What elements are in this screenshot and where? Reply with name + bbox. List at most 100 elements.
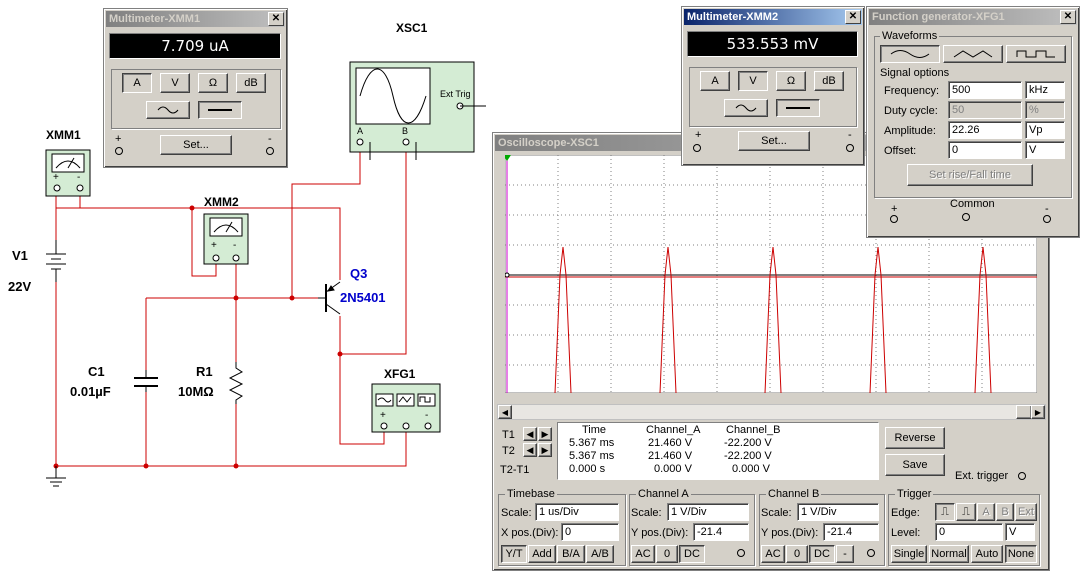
scope-scrollbar[interactable]: ◀ ▶ bbox=[497, 404, 1046, 420]
offset-field[interactable]: 0 bbox=[948, 141, 1022, 159]
xmm1-instrument[interactable] bbox=[45, 149, 91, 197]
channel-a-ac-button[interactable]: AC bbox=[631, 545, 655, 563]
dc-button[interactable] bbox=[776, 99, 820, 117]
minus-terminal[interactable] bbox=[846, 144, 854, 152]
set-button[interactable]: Set... bbox=[738, 131, 810, 151]
duty-cycle-field[interactable]: 50 bbox=[948, 101, 1022, 119]
volts-button[interactable]: V bbox=[738, 71, 768, 91]
frequency-unit[interactable]: kHz bbox=[1025, 81, 1065, 99]
edge-rising-button[interactable]: ⎍ bbox=[935, 503, 955, 521]
t1-right-button[interactable]: ▶ bbox=[538, 427, 552, 441]
trigger-none-button[interactable]: None bbox=[1005, 545, 1037, 563]
minus-terminal-label: - bbox=[848, 129, 852, 141]
t2-left-button[interactable]: ◀ bbox=[523, 443, 537, 457]
channel-b-dc-button[interactable]: DC bbox=[809, 545, 835, 563]
mode-add-button[interactable]: Add bbox=[528, 545, 556, 563]
db-button[interactable]: dB bbox=[814, 71, 844, 91]
triangle-wave-button[interactable] bbox=[943, 45, 1003, 63]
ground-symbol[interactable] bbox=[46, 466, 66, 487]
xsc1-instrument[interactable] bbox=[349, 61, 486, 160]
edge-falling-button[interactable]: ⎍ bbox=[956, 503, 976, 521]
save-button[interactable]: Save bbox=[885, 454, 945, 476]
trigger-source-a-button[interactable]: A bbox=[977, 503, 995, 521]
minus-terminal[interactable] bbox=[1043, 215, 1051, 223]
channel-a-ypos-field[interactable]: -21.4 bbox=[693, 523, 749, 541]
xmm2-instrument[interactable] bbox=[203, 213, 249, 265]
reverse-button[interactable]: Reverse bbox=[885, 427, 945, 449]
mode-ba-button[interactable]: B/A bbox=[557, 545, 585, 563]
timebase-scale-field[interactable]: 1 us/Div bbox=[535, 503, 619, 521]
channel-a-ypos-label: Y pos.(Div): bbox=[631, 527, 689, 539]
set-button[interactable]: Set... bbox=[160, 135, 232, 155]
plus-terminal[interactable] bbox=[115, 147, 123, 155]
channel-a-dc-button[interactable]: DC bbox=[679, 545, 705, 563]
xfg1-instrument[interactable] bbox=[371, 383, 441, 433]
ac-button[interactable] bbox=[724, 99, 768, 117]
plus-terminal[interactable] bbox=[693, 144, 701, 152]
set-rise-fall-time-button[interactable]: Set rise/Fall time bbox=[907, 164, 1033, 186]
volts-button[interactable]: V bbox=[160, 73, 190, 93]
battery-v1-symbol[interactable] bbox=[46, 240, 66, 282]
close-button[interactable]: ✕ bbox=[268, 12, 284, 26]
window-title: Multimeter-XMM2 bbox=[687, 11, 779, 23]
function-generator-titlebar[interactable]: Function generator-XFG1 bbox=[869, 9, 1077, 25]
resistor-r1-symbol[interactable] bbox=[228, 362, 244, 404]
q3-model-label: 2N5401 bbox=[340, 290, 386, 305]
trigger-source-ext-button[interactable]: Ext bbox=[1015, 503, 1037, 521]
close-button[interactable]: ✕ bbox=[845, 10, 861, 24]
frequency-field[interactable]: 500 bbox=[948, 81, 1022, 99]
trigger-level-field[interactable]: 0 bbox=[935, 523, 1003, 541]
mode-yt-button[interactable]: Y/T bbox=[501, 545, 527, 563]
cursor-t1-handle-icon[interactable] bbox=[505, 155, 511, 161]
channel-b-ac-button[interactable]: AC bbox=[761, 545, 785, 563]
plus-terminal[interactable] bbox=[890, 215, 898, 223]
channel-b-zero-button[interactable]: 0 bbox=[786, 545, 808, 563]
t1-left-button[interactable]: ◀ bbox=[523, 427, 537, 441]
trigger-normal-button[interactable]: Normal bbox=[929, 545, 969, 563]
amps-button[interactable]: A bbox=[122, 73, 152, 93]
scroll-thumb[interactable] bbox=[1016, 405, 1032, 419]
offset-unit[interactable]: V bbox=[1025, 141, 1065, 159]
t2-right-button[interactable]: ▶ bbox=[538, 443, 552, 457]
scroll-left-button[interactable]: ◀ bbox=[498, 405, 512, 419]
channel-b-ypos-field[interactable]: -21.4 bbox=[823, 523, 879, 541]
db-button[interactable]: dB bbox=[236, 73, 266, 93]
function-generator-xfg1-window[interactable]: Function generator-XFG1 ✕ Waveforms Sign… bbox=[866, 6, 1080, 238]
ac-button[interactable] bbox=[146, 101, 190, 119]
trigger-level-unit[interactable]: V bbox=[1005, 523, 1035, 541]
square-wave-button[interactable] bbox=[1006, 45, 1066, 63]
channel-a-zero-button[interactable]: 0 bbox=[656, 545, 678, 563]
timebase-xpos-field[interactable]: 0 bbox=[561, 523, 619, 541]
amplitude-unit[interactable]: Vp bbox=[1025, 121, 1065, 139]
common-terminal[interactable] bbox=[962, 213, 970, 221]
close-button[interactable]: ✕ bbox=[1060, 10, 1076, 24]
multimeter-xmm1-titlebar[interactable]: Multimeter-XMM1 bbox=[106, 11, 285, 27]
dc-button[interactable] bbox=[198, 101, 242, 119]
channel-a-scale-field[interactable]: 1 V/Div bbox=[667, 503, 749, 521]
trigger-single-button[interactable]: Single bbox=[891, 545, 927, 563]
trigger-title: Trigger bbox=[895, 488, 934, 500]
capacitor-c1-symbol[interactable] bbox=[134, 370, 158, 392]
ohms-button[interactable]: Ω bbox=[198, 73, 228, 93]
transistor-q3-symbol[interactable] bbox=[318, 281, 341, 315]
multimeter-xmm1-window[interactable]: Multimeter-XMM1 ✕ 7.709 uA A V Ω dB Set.… bbox=[103, 8, 288, 168]
trigger-source-b-button[interactable]: B bbox=[996, 503, 1014, 521]
multimeter-xmm2-window[interactable]: Multimeter-XMM2 ✕ 533.553 mV A V Ω dB Se… bbox=[681, 6, 865, 166]
channel-a-terminal[interactable] bbox=[737, 549, 745, 557]
ext-trigger-terminal[interactable] bbox=[1018, 472, 1026, 480]
amplitude-field[interactable]: 22.26 bbox=[948, 121, 1022, 139]
channel-b-scale-field[interactable]: 1 V/Div bbox=[797, 503, 879, 521]
channel-b-minus-button[interactable]: - bbox=[836, 545, 854, 563]
minus-terminal[interactable] bbox=[266, 147, 274, 155]
amplitude-label: Amplitude: bbox=[884, 125, 936, 137]
amps-button[interactable]: A bbox=[700, 71, 730, 91]
scroll-right-button[interactable]: ▶ bbox=[1031, 405, 1045, 419]
ohms-button[interactable]: Ω bbox=[776, 71, 806, 91]
duty-cycle-unit[interactable]: % bbox=[1025, 101, 1065, 119]
sine-wave-button[interactable] bbox=[880, 45, 940, 63]
trigger-auto-button[interactable]: Auto bbox=[971, 545, 1003, 563]
channel-b-terminal[interactable] bbox=[867, 549, 875, 557]
mode-ab-button[interactable]: A/B bbox=[586, 545, 614, 563]
multimeter-xmm2-titlebar[interactable]: Multimeter-XMM2 bbox=[684, 9, 862, 25]
